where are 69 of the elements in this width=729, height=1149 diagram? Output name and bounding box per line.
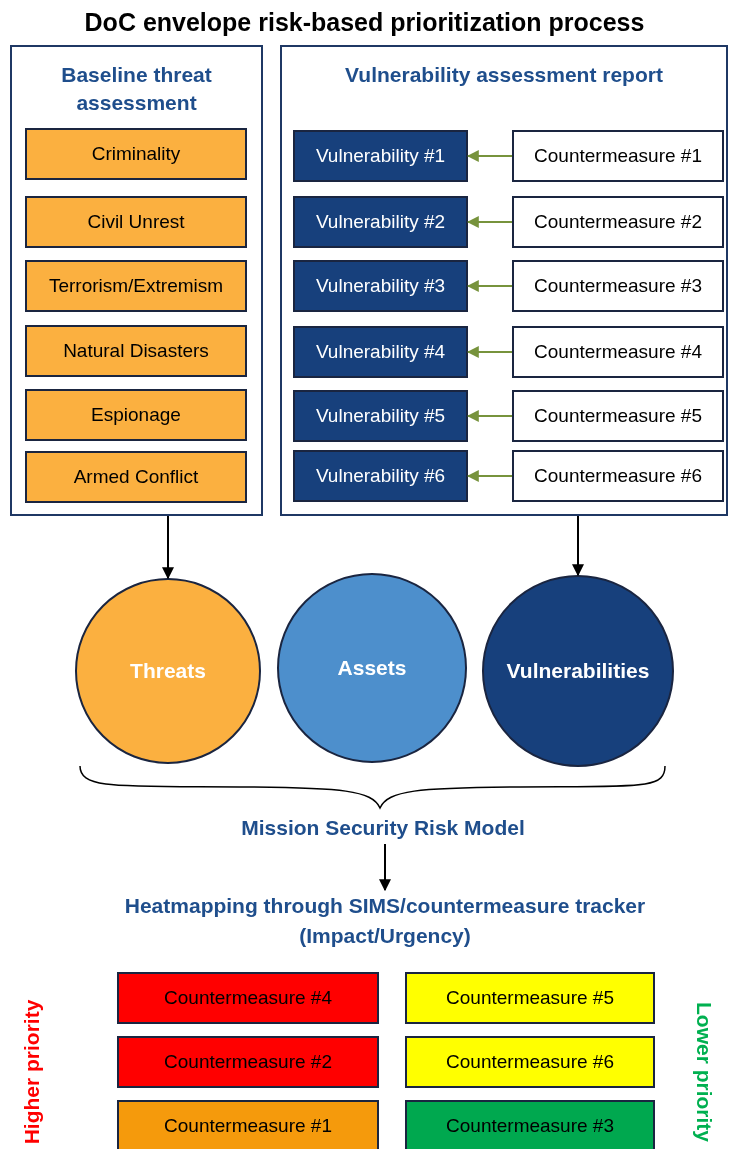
process-box <box>293 196 468 248</box>
process-box <box>293 326 468 378</box>
box-label: Countermeasure #5 <box>534 405 702 427</box>
process-box <box>512 130 724 182</box>
process-box <box>512 260 724 312</box>
box-label: Countermeasure #1 <box>164 1115 332 1137</box>
arrow <box>572 515 584 577</box>
arrow <box>466 216 513 228</box>
arrow <box>162 515 174 580</box>
box-label: Criminality <box>91 143 181 165</box>
box-label: Countermeasure #2 <box>164 1051 332 1073</box>
box-label: Vulnerability #2 <box>315 211 446 233</box>
process-box <box>25 260 247 312</box>
process-box <box>25 389 247 441</box>
process-box <box>25 325 247 377</box>
diagram-title: DoC envelope risk-based prioritization process <box>83 8 646 37</box>
box-label: Civil Unrest <box>87 211 185 233</box>
circle-label: Threats <box>130 659 206 683</box>
arrow <box>466 346 513 358</box>
arrow <box>466 150 513 162</box>
process-box <box>405 1100 655 1149</box>
box-label: Countermeasure #6 <box>534 465 702 487</box>
process-box <box>405 972 655 1024</box>
box-label: Countermeasure #5 <box>446 987 614 1009</box>
box-label: Countermeasure #3 <box>534 275 702 297</box>
box-label: Vulnerability #3 <box>315 275 446 297</box>
process-box <box>293 450 468 502</box>
process-box <box>25 451 247 503</box>
process-box <box>512 196 724 248</box>
process-box <box>117 972 379 1024</box>
process-box <box>25 128 247 180</box>
arrow <box>466 410 513 422</box>
box-label: Vulnerability #1 <box>315 145 446 167</box>
arrow <box>379 843 391 892</box>
box-label: Vulnerability #5 <box>315 405 446 427</box>
box-label: Countermeasure #4 <box>534 341 702 363</box>
group-title: Baseline threat assessment <box>60 62 213 116</box>
flow-label: Heatmapping through SIMS/countermeasure tracker (Impact/Urgency) <box>60 890 710 952</box>
flow-label: Mission Security Risk Model <box>200 812 566 844</box>
process-box <box>293 390 468 442</box>
circle-label: Vulnerabilities <box>506 659 650 683</box>
group-panel <box>10 45 263 516</box>
box-label: Espionage <box>91 404 181 426</box>
process-box <box>25 196 247 248</box>
box-label: Countermeasure #6 <box>446 1051 614 1073</box>
process-box <box>293 260 468 312</box>
group-panel <box>280 45 728 516</box>
box-label: Countermeasure #1 <box>534 145 702 167</box>
process-box <box>512 390 724 442</box>
box-label: Natural Disasters <box>63 340 209 362</box>
priority-label: Lower priority <box>692 1001 716 1144</box>
box-label: Vulnerability #4 <box>315 341 446 363</box>
box-label: Countermeasure #2 <box>534 211 702 233</box>
priority-label: Higher priority <box>20 998 44 1147</box>
circle-label: Assets <box>337 656 407 680</box>
process-box <box>293 130 468 182</box>
box-label: Terrorism/Extremism <box>48 275 224 297</box>
box-label: Armed Conflict <box>73 466 199 488</box>
process-box <box>405 1036 655 1088</box>
process-box <box>512 326 724 378</box>
group-title: Vulnerability assessment report <box>344 62 664 88</box>
box-label: Countermeasure #4 <box>164 987 332 1009</box>
process-box <box>117 1100 379 1149</box>
box-label: Vulnerability #6 <box>315 465 446 487</box>
arrow <box>466 280 513 292</box>
arrow <box>466 470 513 482</box>
process-box <box>512 450 724 502</box>
box-label: Countermeasure #3 <box>446 1115 614 1137</box>
process-box <box>117 1036 379 1088</box>
